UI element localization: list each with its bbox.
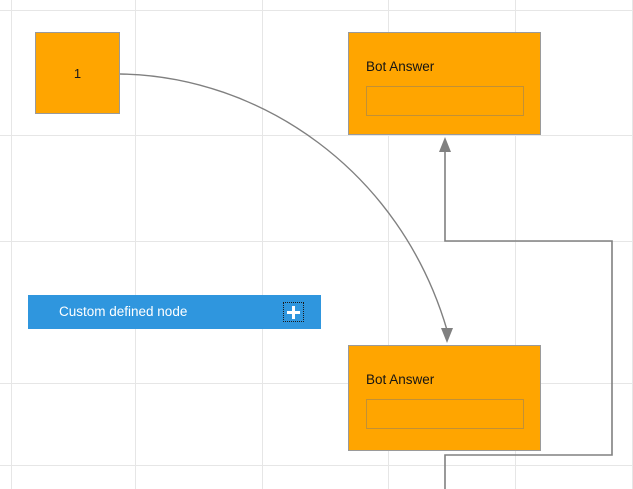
node-title: Bot Answer xyxy=(366,372,435,387)
arrowhead-down-icon xyxy=(441,328,453,343)
plus-icon xyxy=(287,305,300,319)
node-bot-answer-top[interactable]: Bot Answer xyxy=(348,32,541,135)
node-square-1[interactable]: 1 xyxy=(35,32,120,114)
node-square-label: 1 xyxy=(73,65,82,81)
custom-defined-node-label: Custom defined node xyxy=(59,304,188,320)
node-title: Bot Answer xyxy=(366,59,435,74)
connector-curved-node1-to-bot-answer-bottom[interactable] xyxy=(119,73,448,331)
arrowhead-up-icon xyxy=(439,137,451,152)
connector-orthogonal-bot-answer-bottom-to-top[interactable] xyxy=(444,152,613,489)
node-bot-answer-bottom[interactable]: Bot Answer xyxy=(348,345,541,451)
custom-defined-node-bar[interactable]: Custom defined node xyxy=(28,295,321,329)
add-node-button[interactable] xyxy=(283,302,304,322)
node-content-slot[interactable] xyxy=(366,399,524,429)
node-content-slot[interactable] xyxy=(366,86,524,116)
